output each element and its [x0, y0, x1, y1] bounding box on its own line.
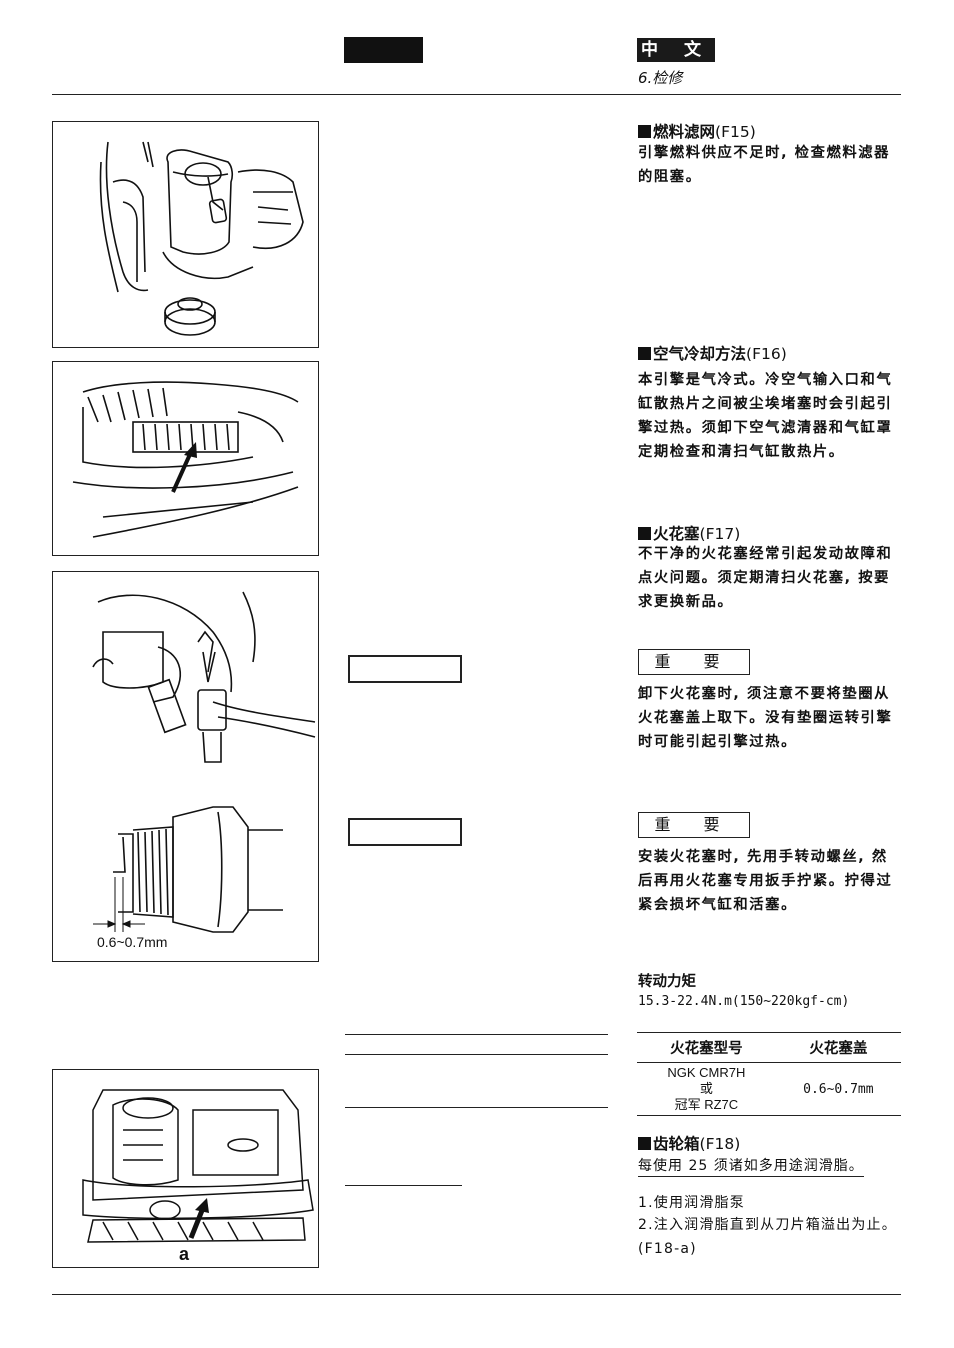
spec-header-gap: 火花塞盖	[775, 1032, 901, 1063]
fuel-filter-illustration	[99, 141, 304, 336]
gearbox-step-1: 1.使用润滑脂泵	[638, 1195, 745, 1211]
spec-header-model: 火花塞型号	[637, 1032, 776, 1063]
important-label-1: 重 要	[638, 649, 750, 675]
spark-plug-illustration: 0.6~0.7mm	[92, 591, 316, 950]
torque-heading: 转动力矩	[638, 974, 696, 990]
fuel-filter-text: 引擎燃料供应不足时, 检查燃料滤器的阻塞。	[638, 145, 891, 185]
figure-fuel-filter	[52, 121, 319, 348]
square-bullet-icon	[638, 527, 651, 540]
spec-model-2: 冠军 RZ7C	[674, 1097, 739, 1112]
spec-gap-cell: 0.6~0.7mm	[775, 1062, 901, 1116]
gearbox-step-2: 2.注入润滑脂直到从刀片箱溢出为止。(F18-a)	[638, 1217, 897, 1257]
square-bullet-icon	[638, 1137, 651, 1150]
blank-rule-4	[345, 1185, 462, 1186]
gearbox-illustration: a	[82, 1089, 314, 1264]
footer-rule	[52, 1294, 901, 1295]
figure-gearbox: a	[52, 1069, 319, 1268]
spark-plug-heading: 火花塞(F17)	[638, 522, 740, 544]
gap-label: 0.6~0.7mm	[97, 934, 167, 950]
chapter-title: 6.检修	[638, 69, 683, 87]
torque-value: 15.3-22.4N.m(150~220kgf-cm)	[638, 994, 850, 1009]
header-black-tab	[344, 37, 423, 63]
blank-notice-box-2	[348, 818, 462, 846]
blank-rule-2	[345, 1054, 608, 1055]
header-rule	[52, 94, 901, 95]
important-text-1: 卸下火花塞时, 须注意不要将垫圈从火花塞盖上取下。没有垫圈运转引擎时可能引起引擎…	[638, 686, 893, 750]
square-bullet-icon	[638, 347, 651, 360]
spec-model-cell: NGK CMR7H 或 冠军 RZ7C	[637, 1062, 776, 1116]
blank-notice-box-1	[348, 655, 462, 683]
language-tab: 中 文	[637, 38, 715, 62]
spark-plug-text: 不干净的火花塞经常引起发动故障和点火问题。须定期清扫火花塞, 按要求更换新品。	[638, 546, 893, 610]
figure-spark-plug: 0.6~0.7mm	[52, 571, 319, 962]
spec-model-or: 或	[699, 1081, 713, 1096]
blank-rule-3	[345, 1107, 608, 1108]
air-cooling-heading: 空气冷却方法(F16)	[638, 342, 787, 364]
table-row: NGK CMR7H 或 冠军 RZ7C 0.6~0.7mm	[637, 1062, 901, 1116]
figure-label-a: a	[179, 1244, 190, 1264]
spec-model-1: NGK CMR7H	[667, 1065, 746, 1080]
air-cooling-text: 本引擎是气冷式。冷空气输入口和气缸散热片之间被尘埃堵塞时会引起引擎过热。须卸下空…	[638, 372, 893, 460]
important-text-2: 安装火花塞时, 先用手转动螺丝, 然后再用火花塞专用扳手拧紧。拧得过紧会损坏气缸…	[638, 849, 893, 913]
important-label-2: 重 要	[638, 812, 750, 838]
fuel-filter-heading: 燃料滤网(F15)	[638, 120, 756, 142]
spark-plug-spec-table: 火花塞型号 火花塞盖 NGK CMR7H 或 冠军 RZ7C 0.6~0.7mm	[637, 1032, 901, 1116]
blank-rule-1	[345, 1034, 608, 1035]
figure-cylinder-fins	[52, 361, 319, 556]
cylinder-fins-illustration	[72, 381, 299, 538]
square-bullet-icon	[638, 125, 651, 138]
gearbox-text: 每使用 25 须诸如多用途润滑脂。	[638, 1155, 864, 1177]
gearbox-heading: 齿轮箱(F18)	[638, 1132, 740, 1154]
